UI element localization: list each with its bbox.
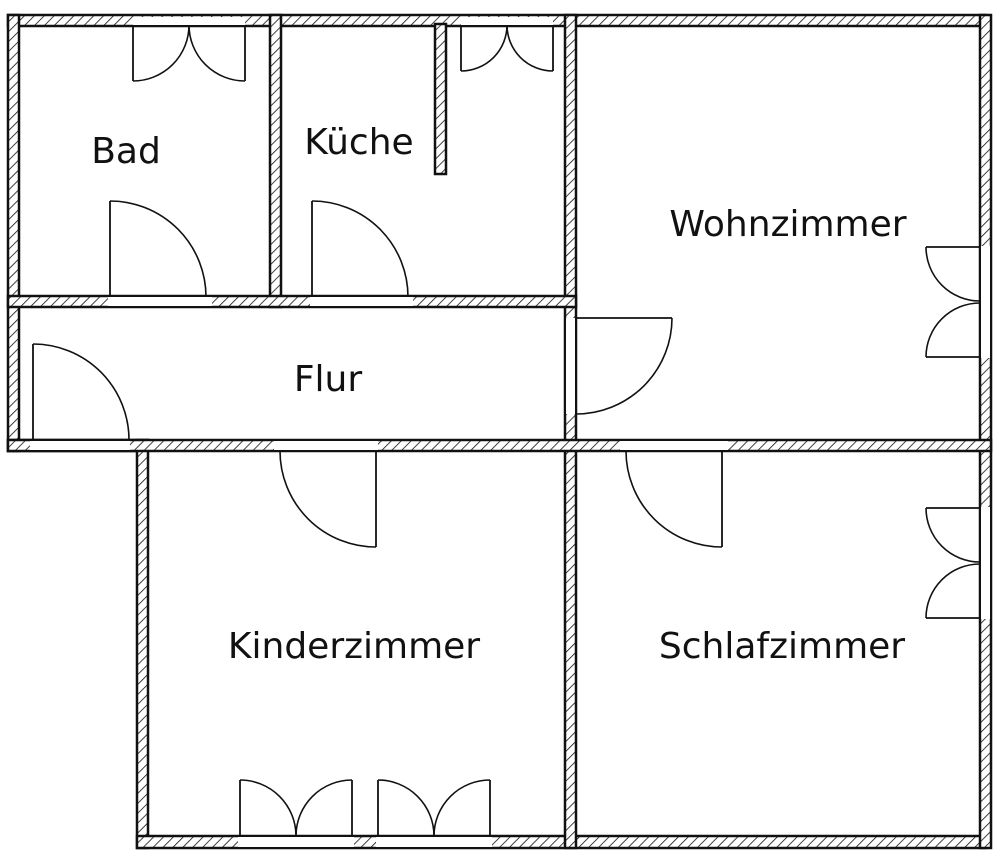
room-label-kinderzimmer: Kinderzimmer: [228, 626, 480, 667]
door-kinderzimmer: [279, 450, 377, 548]
window-kinderzimmer-right: [377, 779, 491, 837]
wall-left-upper: [6, 13, 21, 453]
room-labels: Bad Küche Wohnzimmer Flur Kinderzimmer S…: [91, 122, 907, 667]
wall-kitchen-partition: [433, 22, 448, 176]
wall-middle-horizontal: [6, 438, 993, 453]
walls: [6, 13, 993, 850]
wall-bad-kueche: [268, 13, 283, 309]
window-wohnzimmer: [925, 246, 981, 358]
door-wohnzimmer: [575, 317, 673, 415]
room-label-schlafzimmer: Schlafzimmer: [659, 626, 905, 667]
room-label-kueche: Küche: [304, 122, 413, 163]
window-schlafzimmer: [925, 507, 981, 619]
door-flur: [32, 343, 130, 441]
window-kueche: [460, 24, 554, 72]
wall-openings: [30, 17, 990, 847]
door-swings: [32, 24, 981, 837]
wall-center-vertical: [563, 13, 578, 850]
room-label-wohnzimmer: Wohnzimmer: [669, 204, 906, 245]
door-bad: [109, 200, 207, 298]
wall-flur-top: [6, 294, 578, 309]
room-label-flur: Flur: [294, 359, 363, 400]
wall-right: [978, 13, 993, 850]
door-schlafzimmer: [625, 450, 723, 548]
window-bad: [132, 24, 246, 82]
window-kinderzimmer-left: [239, 779, 353, 837]
door-kueche: [311, 200, 409, 298]
room-label-bad: Bad: [91, 131, 161, 172]
wall-left-lower: [135, 438, 150, 850]
